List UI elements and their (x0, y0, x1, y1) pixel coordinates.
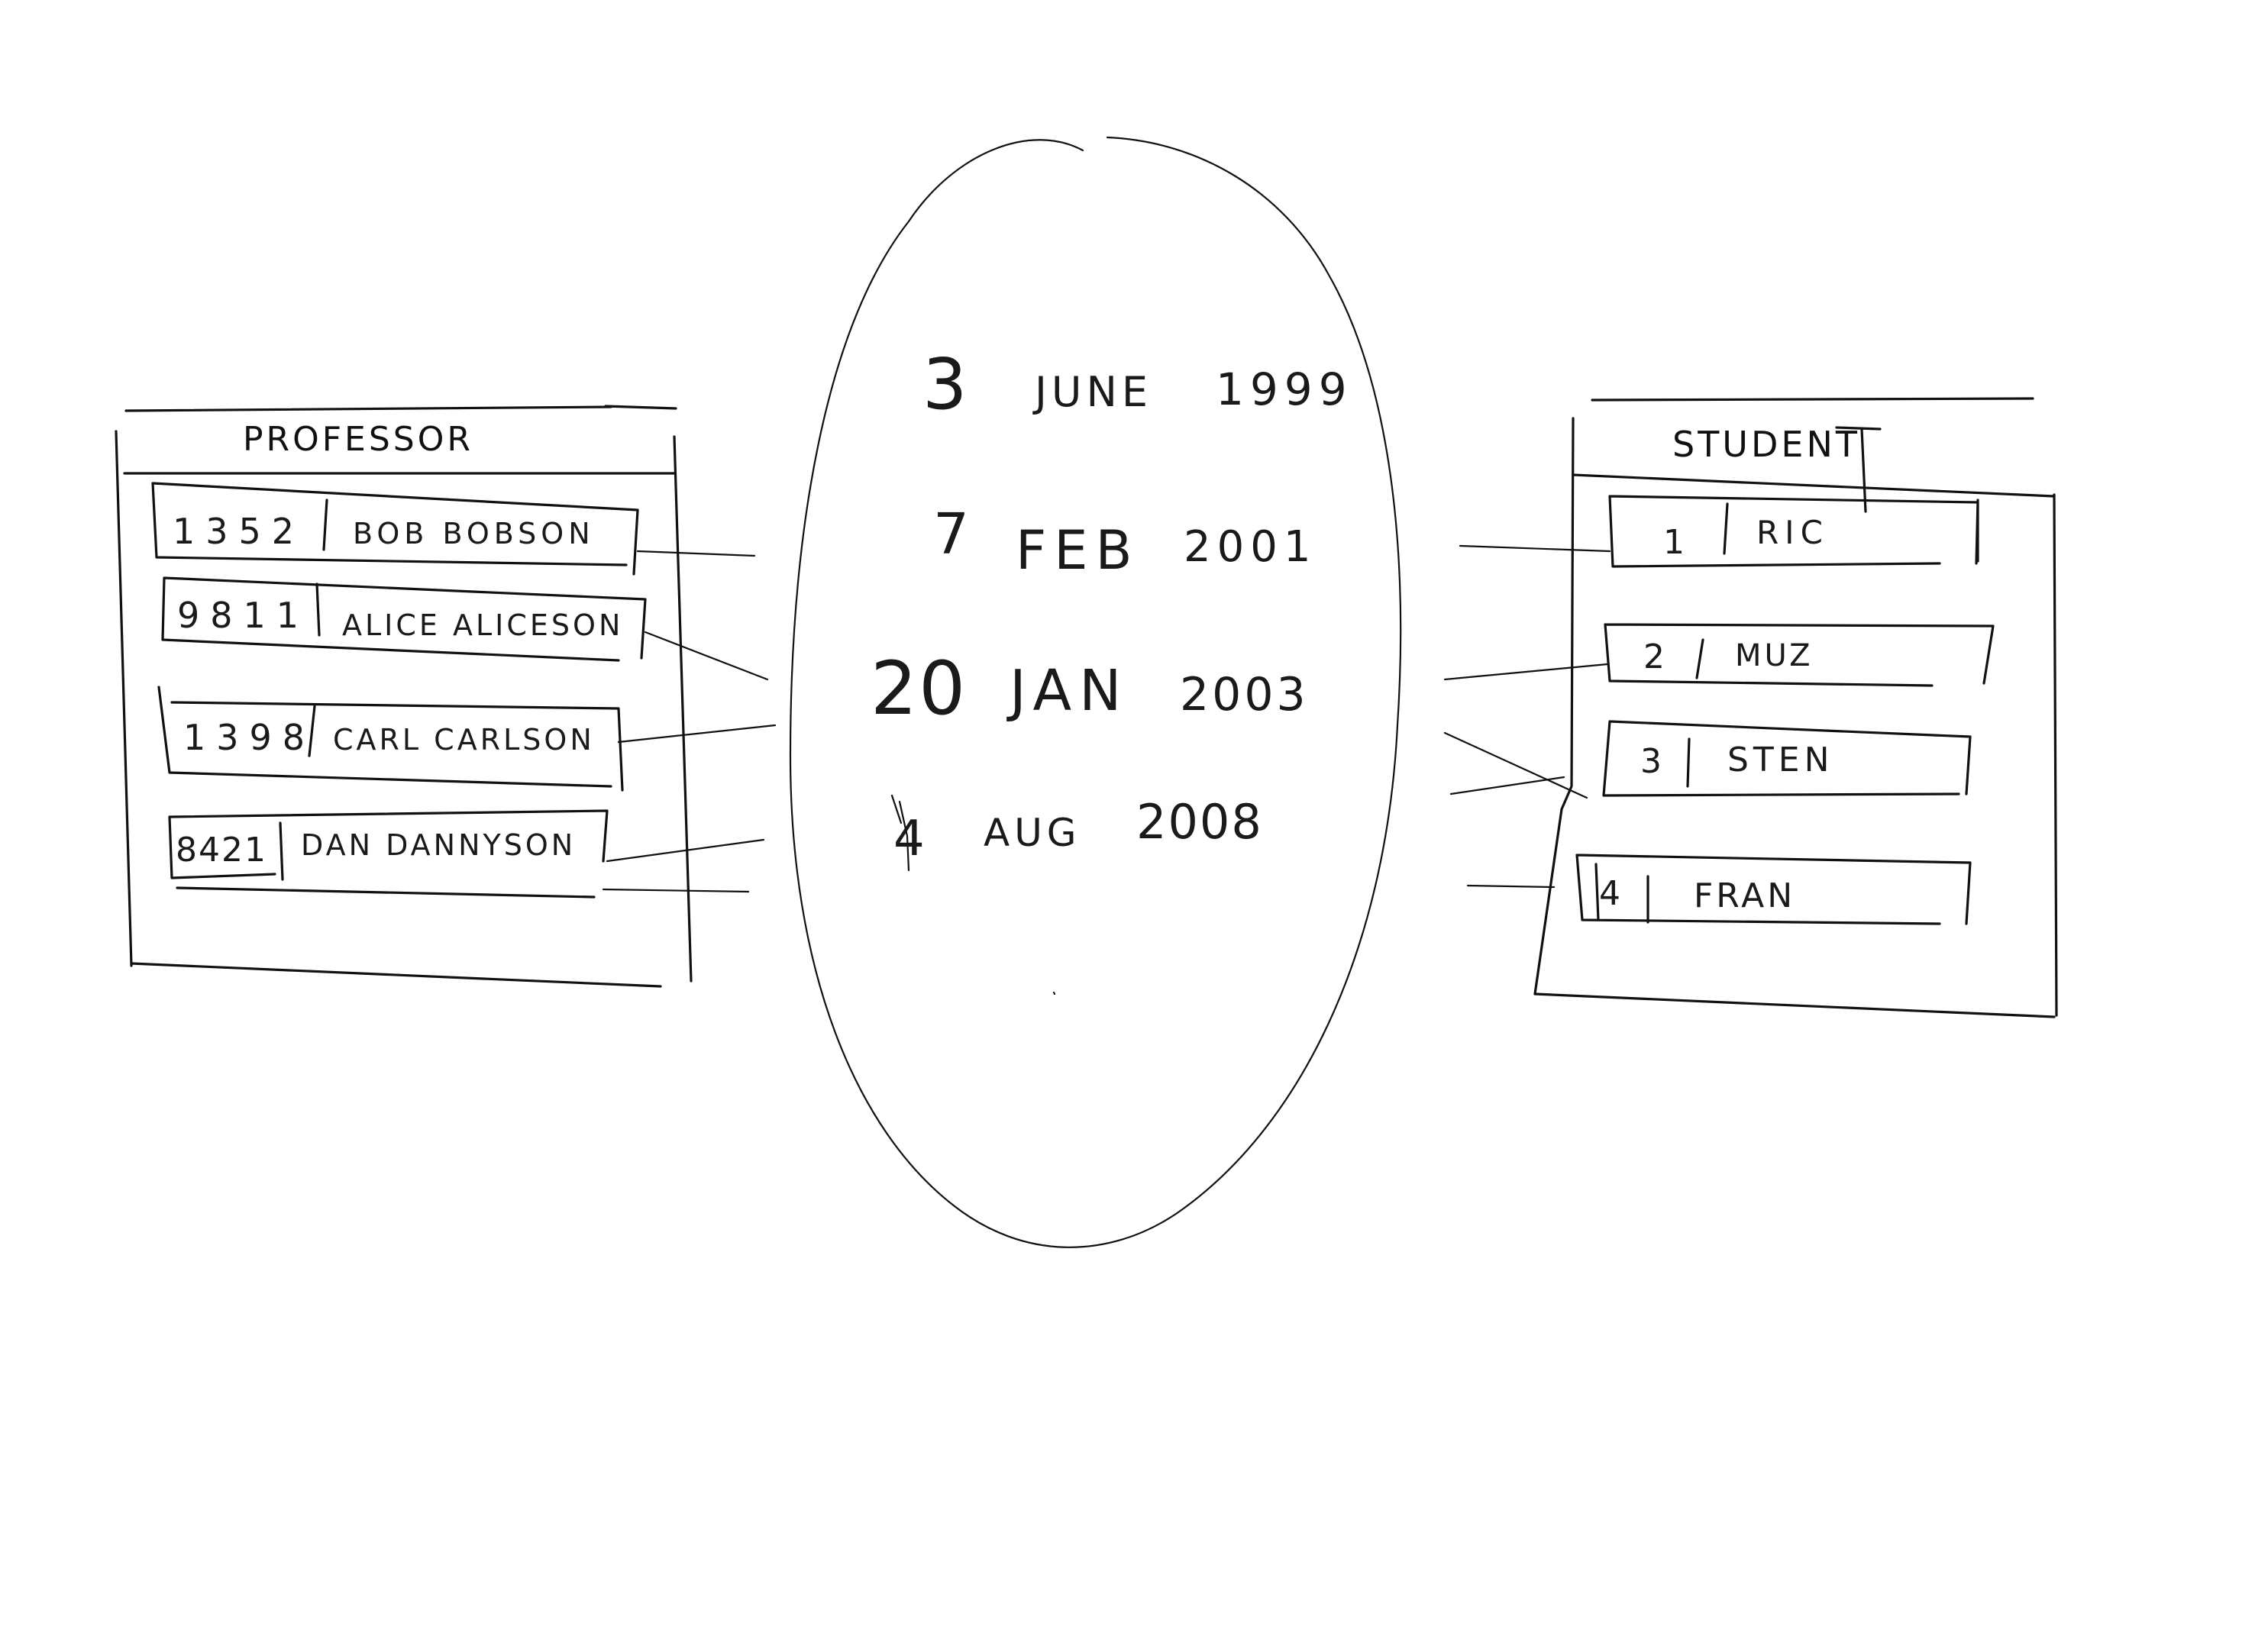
professor-row-id: 9811 (177, 595, 309, 636)
professor-row-id-divider (279, 821, 284, 881)
student-table-right-border (2053, 493, 2058, 1017)
student-row-id: 3 (1640, 742, 1662, 781)
connector-line (617, 724, 777, 744)
dates-oval-stray-dot (1052, 991, 1056, 996)
student-row-box (1604, 623, 1995, 687)
student-header-divider (1572, 473, 2056, 498)
professor-table-right-border (673, 435, 693, 983)
professor-row: 9811 ALICE ALICESON (161, 576, 647, 662)
student-row-name: MUZ (1735, 638, 1814, 673)
professor-table-left-border (115, 430, 133, 967)
date-entry: 4 AUG 2008 (890, 794, 1263, 872)
connector-line (636, 550, 756, 557)
date-day: 3 (922, 344, 968, 425)
student-row-id-divider (1723, 502, 1729, 555)
student-table: STUDENT 1 RIC 2 MUZ 3 STEN 4 FRAN (1533, 397, 2058, 1018)
student-row: 1 RIC (1608, 495, 1979, 568)
student-table-title: STUDENT (1672, 424, 1860, 465)
student-table-top-border (1591, 397, 2034, 402)
date-year: 2001 (1184, 522, 1317, 572)
connector-line (1466, 884, 1556, 889)
student-row: 4 FRAN (1575, 854, 1972, 925)
professor-row-name: DAN DANNYSON (301, 828, 576, 862)
connector-line (1443, 663, 1609, 681)
student-row: 3 STEN (1602, 720, 1972, 797)
student-row-name: RIC (1756, 514, 1829, 551)
student-row-name: STEN (1727, 741, 1834, 779)
student-row-id-divider (1695, 638, 1704, 679)
professor-row-box (161, 576, 647, 662)
professor-row-id-divider (315, 582, 321, 637)
professor-row-id-divider (322, 499, 328, 551)
date-month: AUG (984, 811, 1081, 855)
student-title-scribble (1835, 426, 1882, 513)
student-row-id: 2 (1643, 637, 1665, 676)
date-month: JUNE (1032, 368, 1152, 416)
date-entry: 7 FEB 2001 (933, 502, 1317, 582)
professor-row-box (168, 809, 609, 899)
connector-line (602, 888, 750, 893)
professor-row: 1398 CARL CARLSON (157, 686, 624, 792)
student-row-box (1575, 854, 1972, 925)
student-table-bottom-border (1533, 992, 2056, 1018)
professor-row-id: 8421 (176, 831, 267, 870)
dates-oval: 3 JUNE 1999 7 FEB 2001 20 JAN 2003 4 AUG… (789, 136, 1402, 1248)
connector-line (1459, 544, 1611, 553)
date-day: 20 (871, 646, 967, 731)
connector-line (606, 838, 765, 863)
professor-row-name: CARL CARLSON (333, 723, 595, 757)
connector-line (1443, 731, 1588, 799)
professor-row-name: ALICE ALICESON (342, 608, 623, 642)
date-month: JAN (1006, 658, 1129, 724)
student-row-id-divider (1686, 737, 1691, 788)
professor-row: 1352 BOB BOBSON (151, 482, 639, 576)
student-row: 2 MUZ (1604, 623, 1995, 687)
date-day-scribble (890, 794, 910, 872)
professor-table-top-border (124, 405, 677, 412)
date-day: 4 (893, 811, 925, 867)
professor-table-bottom-border (130, 962, 662, 988)
professor-table-title: PROFESSOR (243, 420, 473, 459)
professor-table: PROFESSOR 1352 BOB BOBSON 9811 ALICE ALI… (115, 405, 693, 988)
connector-lines (602, 544, 1611, 893)
student-table-left-border (1533, 417, 1575, 996)
student-row-name: FRAN (1694, 876, 1795, 915)
professor-row-box (157, 686, 624, 792)
date-entry: 20 JAN 2003 (871, 646, 1309, 731)
date-year: 1999 (1216, 363, 1353, 415)
professor-row-box (151, 482, 639, 576)
connector-line (1449, 776, 1565, 795)
student-row-box (1602, 720, 1972, 797)
professor-row-name: BOB BOBSON (353, 517, 595, 550)
professor-row-id: 1352 (173, 511, 305, 552)
date-entry: 3 JUNE 1999 (922, 344, 1353, 425)
student-row-id: 1 (1663, 523, 1685, 562)
professor-row-id-divider (308, 705, 316, 757)
date-month: FEB (1016, 519, 1140, 582)
professor-row-id: 1398 (183, 717, 315, 758)
date-day: 7 (933, 502, 969, 567)
dates-oval-outline (789, 136, 1402, 1248)
connector-line (644, 631, 769, 681)
student-row-box (1608, 495, 1979, 568)
professor-row: 8421 DAN DANNYSON (168, 809, 609, 899)
date-year: 2008 (1136, 794, 1263, 850)
date-year: 2003 (1180, 668, 1309, 721)
student-row-id: 4 (1599, 874, 1620, 913)
